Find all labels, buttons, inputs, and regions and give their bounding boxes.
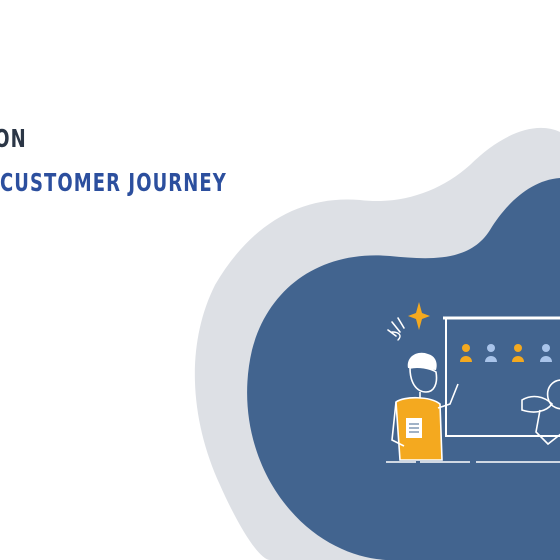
- sparkle-icon: [408, 302, 430, 330]
- person-icon: [460, 344, 472, 362]
- presenter-figure: [391, 352, 459, 461]
- motion-marks: [387, 317, 405, 337]
- person-icon: [512, 344, 524, 362]
- person-icon: [540, 344, 552, 362]
- small-flourish: [391, 331, 401, 341]
- headline-line-1: ON: [0, 124, 27, 153]
- inner-blob-shape: [247, 178, 560, 560]
- headline: ON CUSTOMER JOURNEY: [0, 126, 227, 195]
- colleague-figure: [521, 379, 560, 446]
- headline-line-2: CUSTOMER JOURNEY: [0, 168, 227, 197]
- person-icon: [485, 344, 497, 362]
